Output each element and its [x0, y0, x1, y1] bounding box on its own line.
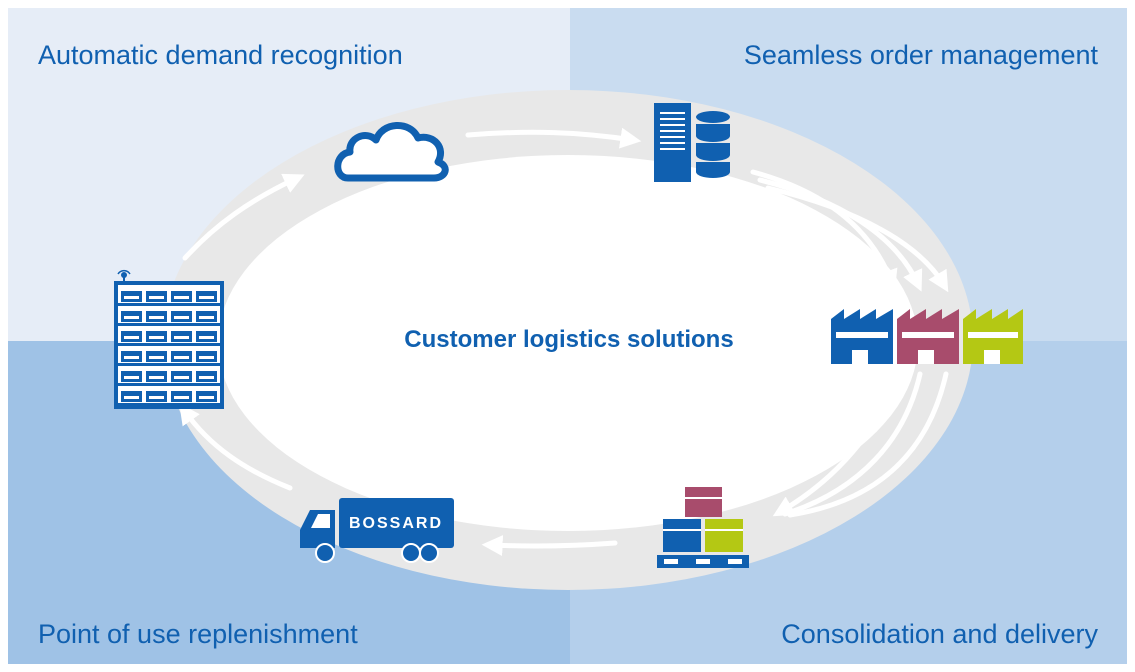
- label-consolidation-and-delivery: Consolidation and delivery: [781, 619, 1098, 649]
- shelf-bin-label: [124, 356, 139, 359]
- shelf-bin-label: [124, 296, 139, 299]
- shelf-bin-label: [149, 296, 164, 299]
- shelf-bin-label: [174, 356, 189, 359]
- ring-inner: [218, 155, 918, 531]
- factory-lime: [963, 309, 1023, 364]
- arrow-server-to-factory-3: [765, 185, 949, 293]
- shelf-rack-icon: [114, 269, 224, 409]
- shelf-bin-label: [174, 376, 189, 379]
- shelf-bin-label: [199, 296, 214, 299]
- factory-icon: [831, 309, 1023, 364]
- center-title: Customer logistics solutions: [404, 326, 734, 353]
- cloud-icon: [334, 122, 449, 182]
- arrow-truck-to-shelf: [179, 403, 293, 491]
- shelf-bin-label: [149, 376, 164, 379]
- pallet-boxes-icon: [657, 487, 749, 568]
- shelf-bin-label: [124, 376, 139, 379]
- shelf-bin-label: [174, 316, 189, 319]
- server-database-icon: [654, 103, 730, 182]
- shelf-board: [116, 323, 222, 326]
- shelf-bin-label: [149, 396, 164, 399]
- shelf-bin-label: [199, 356, 214, 359]
- label-seamless-order-management: Seamless order management: [743, 40, 1098, 70]
- arrow-factory-to-pallet-2: [782, 371, 923, 517]
- shelf-board: [116, 363, 222, 366]
- shelf-bin-label: [199, 396, 214, 399]
- truck-brand-text: BOSSARD: [349, 515, 443, 532]
- arrow-factory-to-pallet-3: [787, 371, 949, 518]
- shelf-bin-label: [199, 316, 214, 319]
- shelf-bin-label: [124, 316, 139, 319]
- arrow-shelf-to-cloud: [182, 173, 305, 261]
- factory-magenta: [897, 309, 959, 364]
- shelf-bin-label: [199, 376, 214, 379]
- shelf-board: [116, 303, 222, 306]
- shelf-bin-label: [199, 336, 214, 339]
- arrow-cloud-to-server: [465, 127, 642, 149]
- shelf-bin-label: [174, 336, 189, 339]
- shelf-board: [116, 343, 222, 346]
- shelf-board: [116, 403, 222, 406]
- shelf-bin-label: [174, 296, 189, 299]
- label-automatic-demand-recognition: Automatic demand recognition: [38, 40, 403, 70]
- shelf-bin-label: [149, 336, 164, 339]
- shelf-bin-label: [124, 336, 139, 339]
- shelf-bin-label: [124, 396, 139, 399]
- arrow-pallet-to-truck: [481, 535, 618, 557]
- arrow-factory-to-pallet-1: [772, 369, 900, 517]
- factory-blue: [831, 309, 893, 364]
- shelf-bin-label: [149, 356, 164, 359]
- flow-arrows: [179, 127, 949, 557]
- label-point-of-use-replenishment: Point of use replenishment: [38, 619, 358, 649]
- shelf-bin-label: [174, 396, 189, 399]
- shelf-bin-label: [149, 316, 164, 319]
- truck-icon: BOSSARD: [300, 498, 454, 563]
- shelf-board: [116, 383, 222, 386]
